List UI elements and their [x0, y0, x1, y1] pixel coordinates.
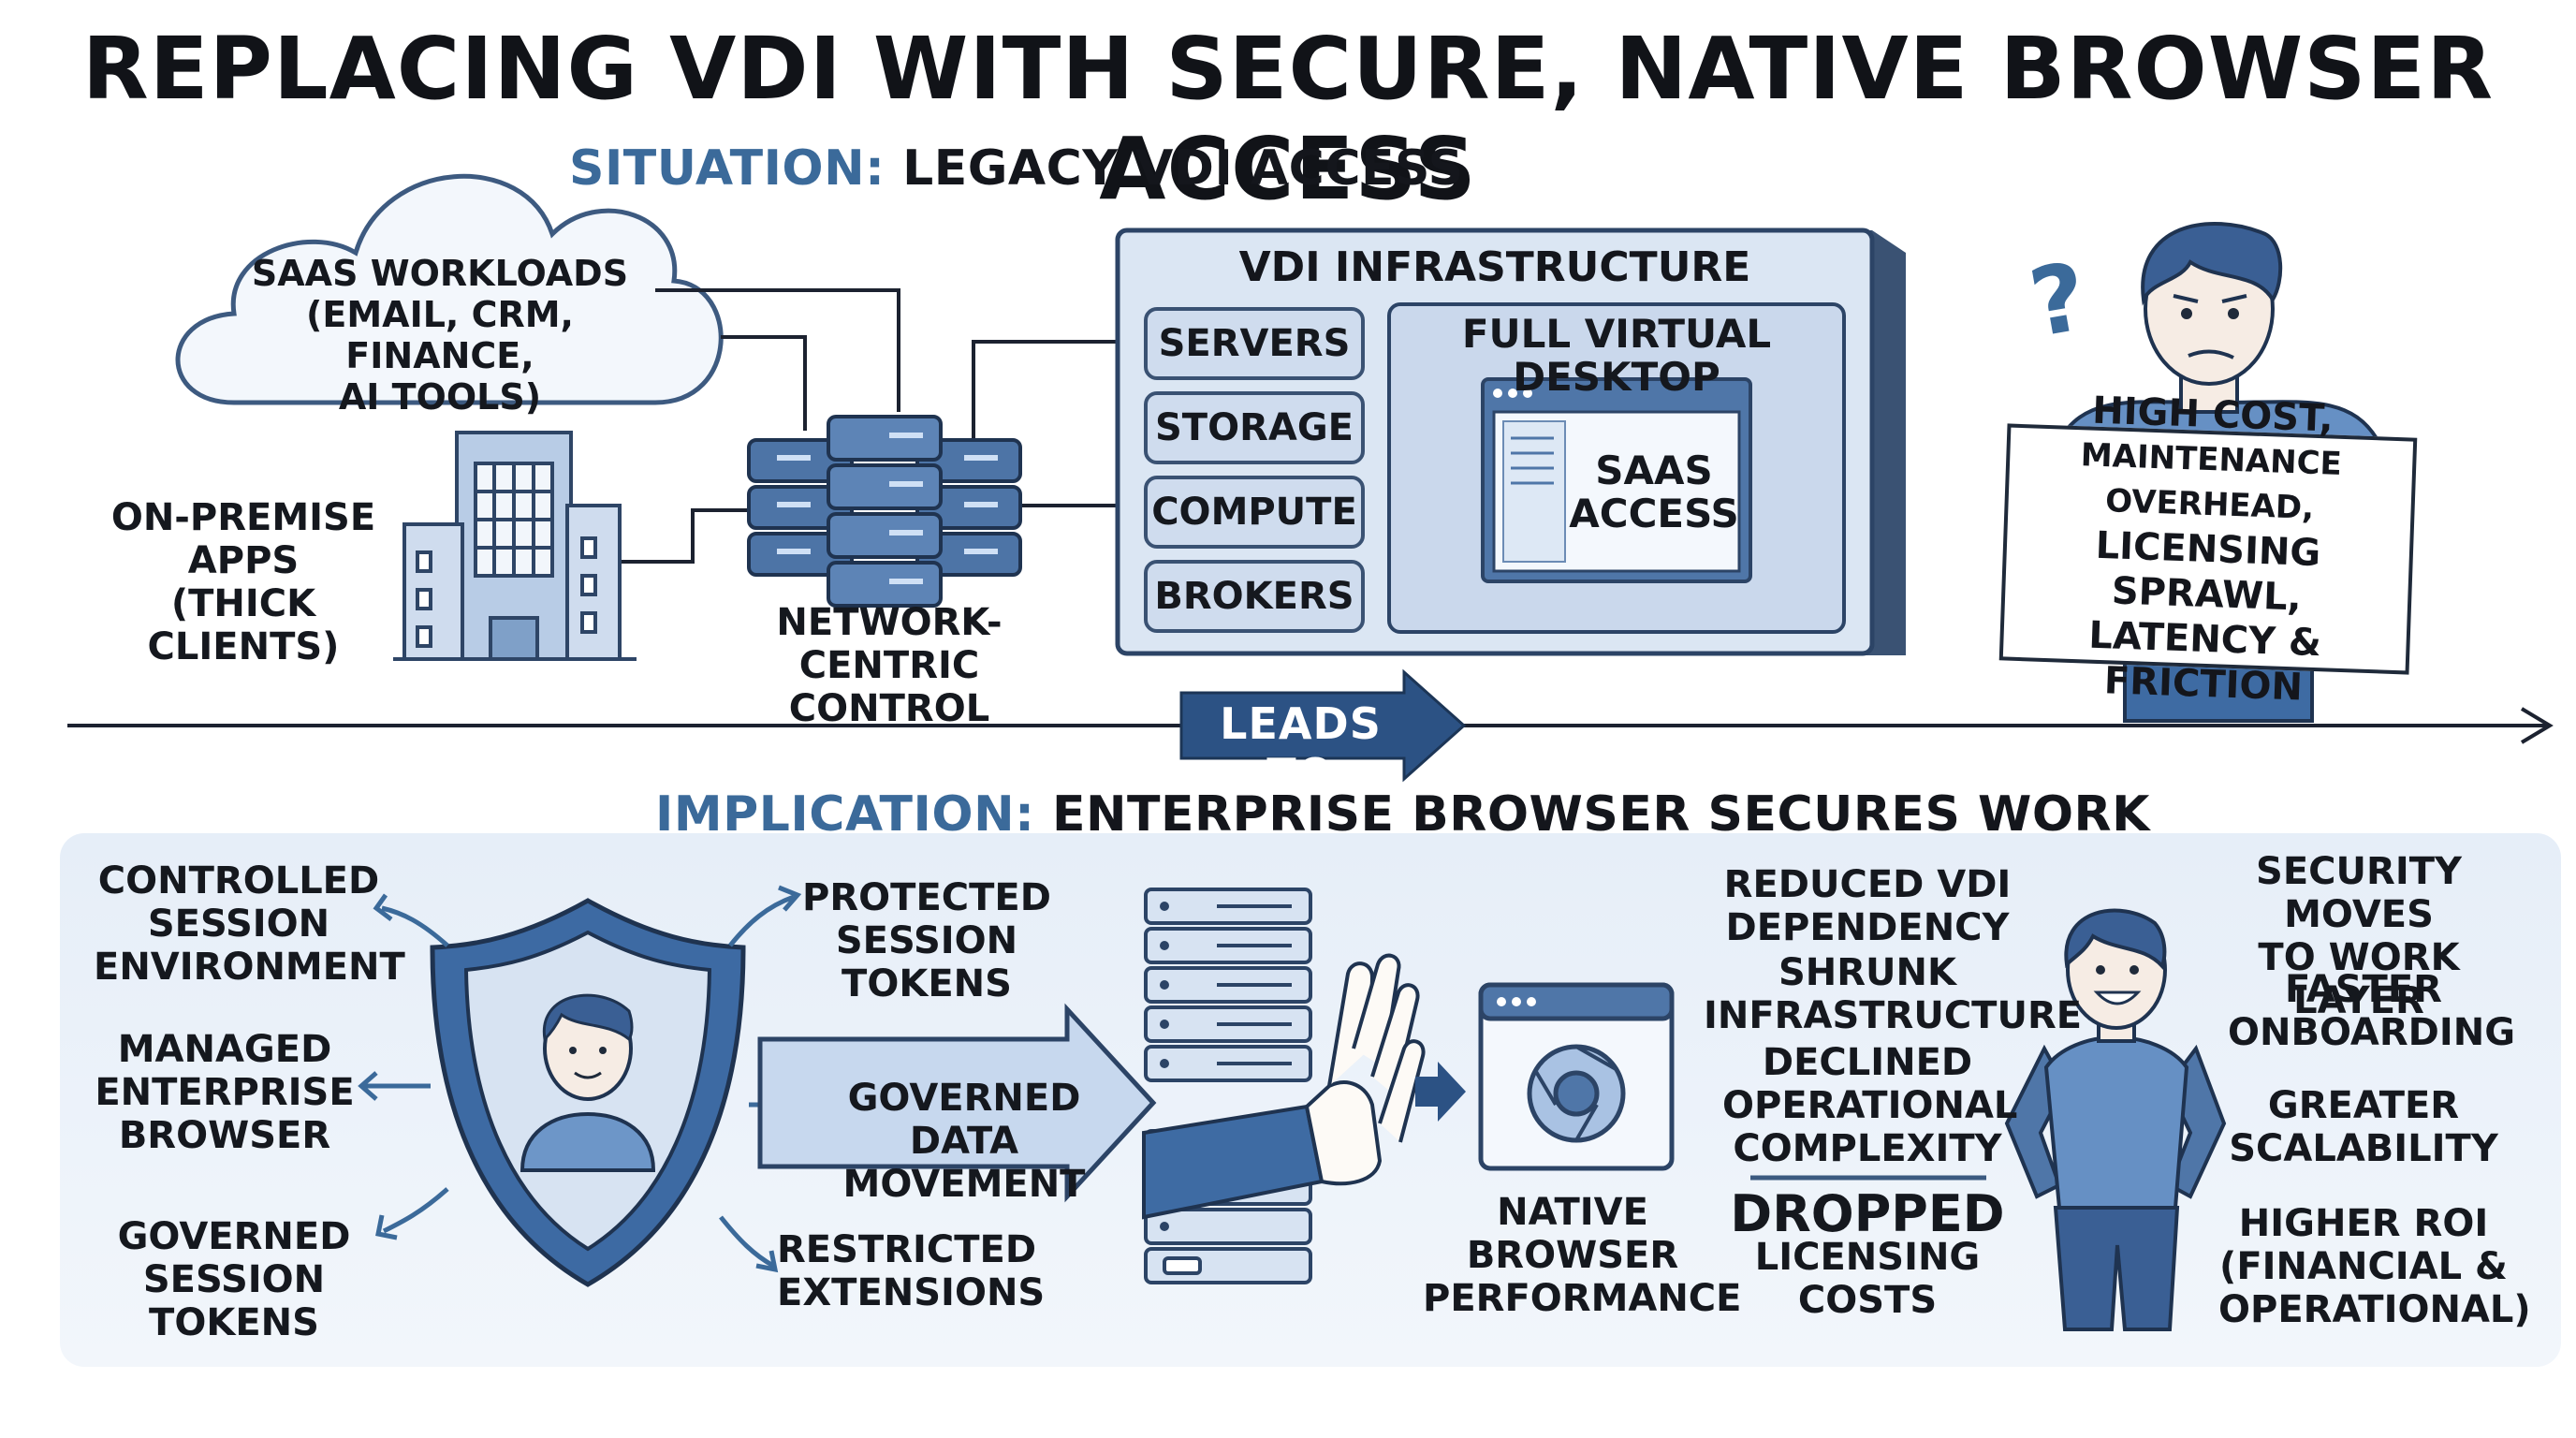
reduced-line1: REDUCED VDI — [1723, 863, 2012, 906]
higher-roi-label: HIGHER ROI (FINANCIAL & OPERATIONAL) — [2218, 1202, 2531, 1331]
on-premise-line3: (THICK CLIENTS) — [147, 582, 340, 668]
full-virtual-desktop-title: FULL VIRTUAL DESKTOP — [1461, 311, 1772, 400]
native-line2: BROWSER — [1466, 1234, 1679, 1277]
sign-line3: LICENSING SPRAWL, — [2095, 523, 2321, 619]
vdi-infrastructure-title: VDI INFRASTRUCTURE — [1238, 243, 1751, 291]
reduced-vdi-label: REDUCED VDI DEPENDENCY — [1722, 863, 2012, 949]
shrunk-line2: INFRASTRUCTURE — [1704, 994, 2083, 1037]
network-centric-label: NETWORK-CENTRIC CONTROL — [693, 601, 1086, 730]
declined-line3: COMPLEXITY — [1733, 1127, 2002, 1170]
governed-tokens-line2: SESSION TOKENS — [142, 1258, 326, 1344]
situation-text: LEGACY VDI ACCESS — [902, 140, 1464, 197]
vdi-servers-pill: SERVERS — [1144, 307, 1365, 380]
cloud-icon — [175, 173, 724, 405]
native-line3: PERFORMANCE — [1423, 1277, 1742, 1320]
server-stack-icon — [747, 415, 1022, 608]
security-line2: TO WORK LAYER — [2258, 936, 2460, 1022]
declined-line2: OPERATIONAL — [1722, 1084, 2018, 1127]
controlled-session-label: CONTROLLED SESSION ENVIRONMENT — [94, 859, 405, 989]
saas-workloads-line1: SAAS WORKLOADS — [251, 253, 629, 294]
scalability-line1: GREATER — [2267, 1084, 2460, 1127]
complaint-sign: HIGH COST, MAINTENANCE OVERHEAD, LICENSI… — [1998, 389, 2418, 709]
happy-person-icon — [2004, 908, 2227, 1331]
server-rack-icon — [1144, 888, 1312, 1284]
native-line1: NATIVE — [1497, 1191, 1648, 1234]
implication-key: IMPLICATION: — [655, 786, 1035, 843]
dropped-line2: LICENSING — [1754, 1236, 1981, 1279]
on-premise-label: ON-PREMISE APPS (THICK CLIENTS) — [94, 496, 393, 668]
page-title: REPLACING VDI WITH SECURE, NATIVE BROWSE… — [81, 19, 2495, 219]
saas-access-line2: ACCESS — [1569, 491, 1739, 536]
reduced-line2: DEPENDENCY — [1725, 906, 2010, 949]
saas-workloads-label: SAAS WORKLOADS (EMAIL, CRM, FINANCE, AI … — [225, 253, 655, 418]
protected-line2: SESSION — [835, 919, 1018, 962]
dropped-licensing-label: DROPPED LICENSING COSTS — [1722, 1184, 2012, 1323]
sign-line4: LATENCY & FRICTION — [2087, 613, 2322, 710]
roi-line2: (FINANCIAL & — [2219, 1245, 2508, 1288]
faster-line1: FASTER — [2285, 968, 2442, 1011]
greater-scalability-label: GREATER SCALABILITY — [2228, 1084, 2499, 1170]
saas-workloads-line3: AI TOOLS) — [338, 376, 542, 418]
faster-onboarding-label: FASTER ONBOARDING — [2228, 968, 2516, 1054]
controlled-line3: ENVIRONMENT — [94, 946, 405, 989]
stop-hand-icon — [1142, 953, 1426, 1220]
vdi-storage-pill: STORAGE — [1144, 391, 1365, 464]
on-premise-line1: ON-PREMISE — [110, 496, 376, 539]
managed-line2: ENTERPRISE — [95, 1071, 355, 1114]
saas-workloads-line2: (EMAIL, CRM, FINANCE, — [306, 294, 574, 376]
sign-line2: MAINTENANCE OVERHEAD, — [2080, 435, 2343, 527]
managed-browser-label: MANAGED ENTERPRISE BROWSER — [84, 1028, 365, 1157]
faster-line2: ONBOARDING — [2228, 1011, 2516, 1054]
governed-session-tokens-label: GOVERNED SESSION TOKENS — [66, 1215, 402, 1344]
leads-to-label: LEADS TO — [1220, 698, 1382, 800]
roi-line1: HIGHER ROI — [2238, 1202, 2489, 1245]
shield-icon — [430, 898, 746, 1287]
scalability-line2: SCALABILITY — [2229, 1127, 2498, 1170]
controlled-line2: SESSION — [147, 902, 330, 946]
saas-access-label: SAAS ACCESS — [1565, 449, 1743, 536]
situation-key: SITUATION: — [569, 140, 886, 197]
situation-heading: SITUATION: LEGACY VDI ACCESS — [569, 140, 1464, 197]
governed-data-line2: MOVEMENT — [842, 1163, 1086, 1206]
leads-to-arrow — [1179, 668, 1467, 783]
restricted-extensions-label: RESTRICTED EXTENSIONS — [777, 1228, 1046, 1314]
security-moves-label: SECURITY MOVES TO WORK LAYER — [2190, 850, 2527, 1022]
security-line1: SECURITY MOVES — [2256, 850, 2462, 936]
building-icon — [393, 431, 637, 661]
vdi-brokers-pill: BROKERS — [1144, 560, 1365, 633]
managed-line3: BROWSER — [118, 1114, 331, 1157]
governed-data-movement-label: GOVERNED DATA MOVEMENT — [805, 1077, 1123, 1206]
protected-line3: TOKENS — [842, 962, 1012, 1005]
dropped-line1: DROPPED — [1730, 1184, 2005, 1243]
governed-tokens-line1: GOVERNED — [117, 1215, 351, 1258]
controlled-line1: CONTROLLED — [97, 859, 380, 902]
on-premise-line2: APPS — [187, 539, 300, 582]
protected-line1: PROTECTED — [802, 876, 1051, 919]
declined-line1: DECLINED — [1762, 1041, 1973, 1084]
shrunk-infrastructure-label: SHRUNK INFRASTRUCTURE — [1704, 951, 2083, 1037]
restricted-line1: RESTRICTED — [777, 1228, 1037, 1271]
protected-session-tokens-label: PROTECTED SESSION TOKENS — [796, 876, 1058, 1005]
declined-complexity-label: DECLINED OPERATIONAL COMPLEXITY — [1722, 1041, 2018, 1170]
dropped-line3: COSTS — [1797, 1279, 1938, 1322]
browser-window-icon — [1478, 982, 1675, 1171]
saas-access-line1: SAAS — [1595, 448, 1713, 493]
governed-data-line1: GOVERNED DATA — [847, 1077, 1081, 1163]
network-line1: NETWORK-CENTRIC — [776, 601, 1003, 687]
implication-heading: IMPLICATION: ENTERPRISE BROWSER SECURES … — [655, 786, 2150, 843]
governed-data-arrow — [757, 1003, 1157, 1203]
restricted-line2: EXTENSIONS — [777, 1271, 1046, 1314]
right-arrow-icon — [1415, 1062, 1466, 1122]
native-browser-performance-label: NATIVE BROWSER PERFORMANCE — [1423, 1191, 1742, 1320]
shrunk-line1: SHRUNK — [1778, 951, 1957, 994]
implication-text: ENTERPRISE BROWSER SECURES WORK — [1052, 786, 2150, 843]
managed-line1: MANAGED — [117, 1028, 332, 1071]
network-line2: CONTROL — [788, 687, 990, 730]
roi-line3: OPERATIONAL) — [2218, 1288, 2531, 1331]
vdi-compute-pill: COMPUTE — [1144, 476, 1365, 549]
